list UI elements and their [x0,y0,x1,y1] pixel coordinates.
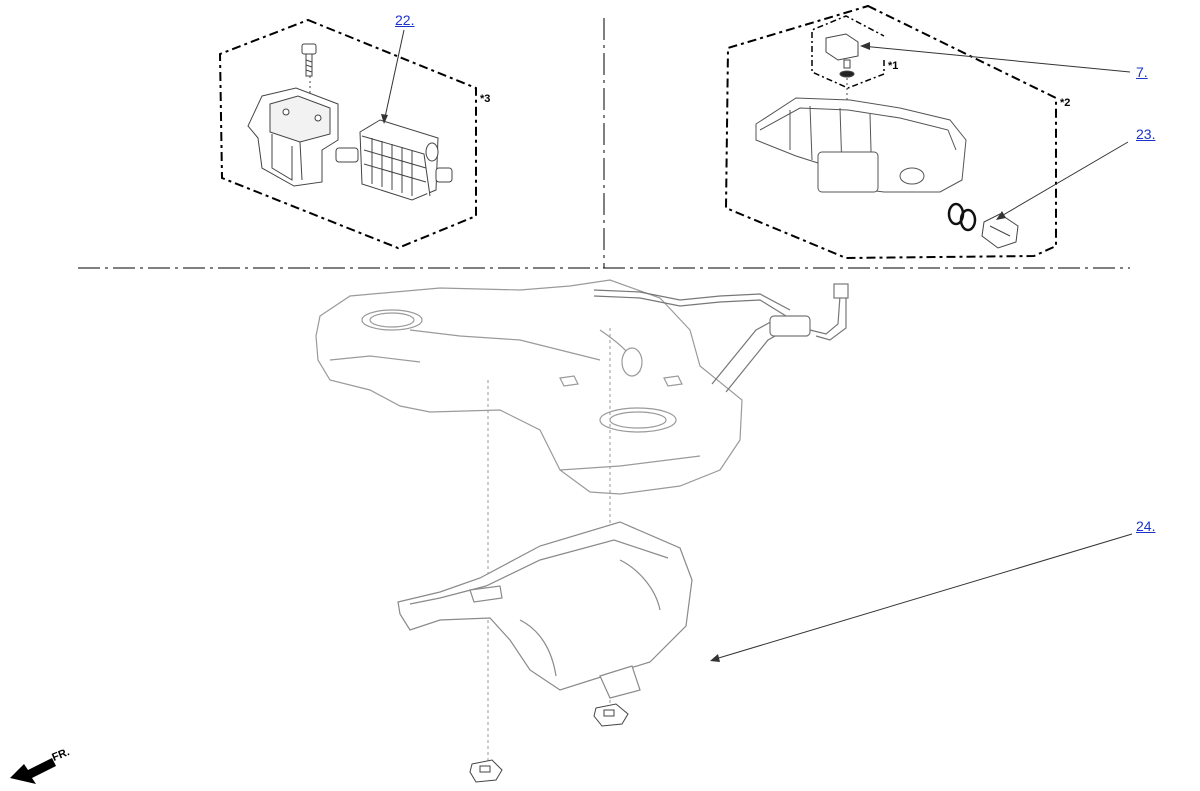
callout-24[interactable]: 24. [1136,518,1156,534]
leader-arrowhead-22 [381,114,388,124]
callout-23[interactable]: 23. [1136,126,1156,142]
front-direction-arrow-icon [10,758,56,784]
note-1: *1 [888,60,899,72]
leader-arrowhead-23 [996,211,1006,220]
filler-pipe [593,283,849,393]
leader-line-7 [861,45,1131,73]
leader-arrowhead-24 [710,654,720,662]
heat-insulator [397,521,693,699]
note-3: *3 [480,93,491,105]
o-rings [947,202,977,232]
mounting-clip-left [469,759,503,783]
leader-line-22 [383,29,405,123]
mounting-clip-right [593,703,629,727]
callout-7[interactable]: 7. [1136,64,1148,80]
callout-22[interactable]: 22. [395,12,415,28]
group-boundary-1 [811,15,885,89]
leader-arrowhead-7 [860,42,870,50]
leader-line-24 [711,533,1133,661]
filter-bracket [247,87,339,187]
fuel-tank [315,279,743,495]
bolt [301,43,317,100]
leader-line-23 [997,141,1129,219]
group-boundary-2 [724,4,1057,260]
group-boundary-3 [218,18,477,250]
pressure-sensor [825,33,859,100]
fuel-filter [335,119,453,201]
charcoal-canister [755,97,967,193]
note-2: *2 [1060,97,1071,109]
